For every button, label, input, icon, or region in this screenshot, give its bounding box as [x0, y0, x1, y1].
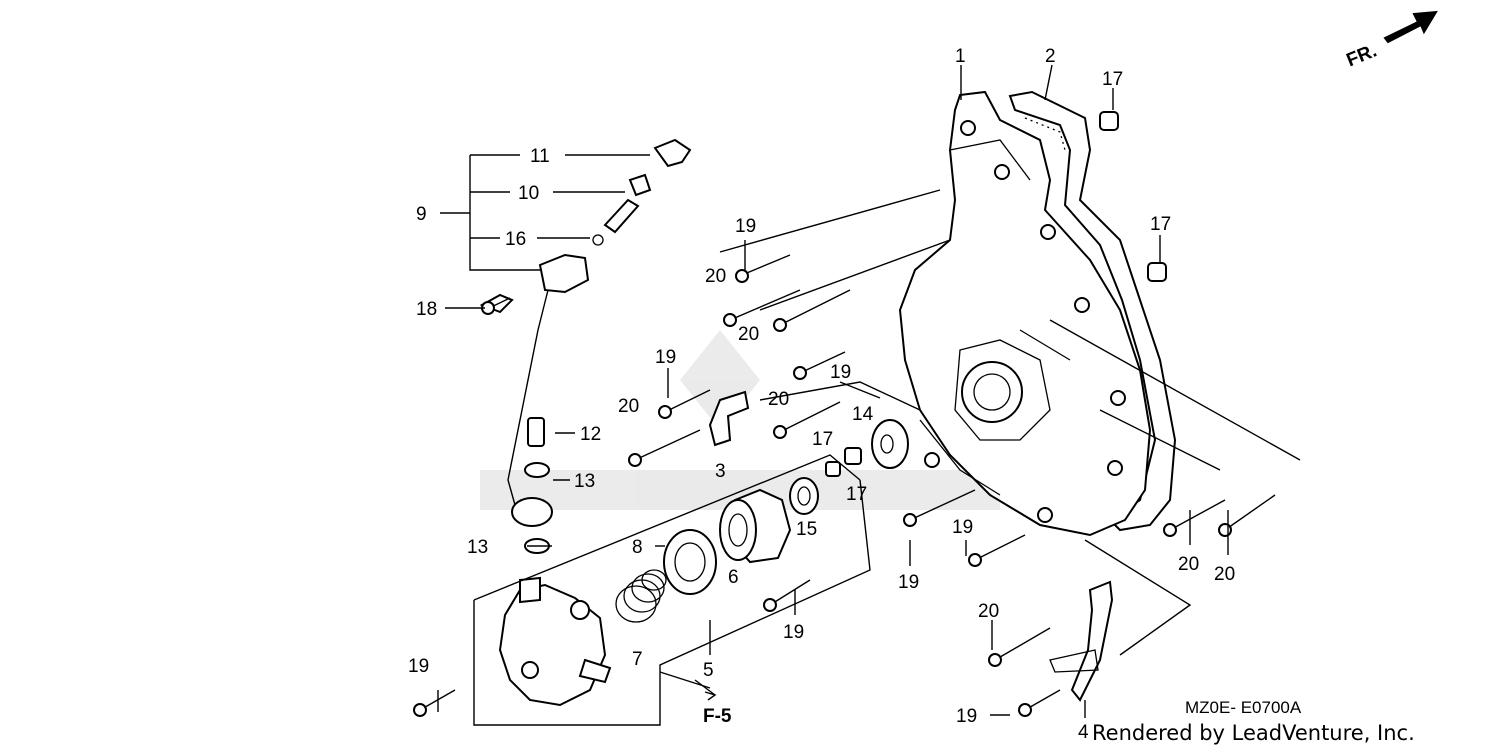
callout-17-right: 17: [1150, 214, 1171, 235]
callout-6: 6: [728, 567, 739, 588]
switch-assembly-part: [479, 138, 692, 554]
callout-4: 4: [1078, 722, 1089, 743]
callout-5: 5: [703, 660, 714, 681]
bracket-part: [708, 390, 750, 447]
callout-labels: 1 2 17 17 11 10 9 16 18 12 13 13 8 6 15 …: [408, 46, 1235, 743]
callout-15: 15: [796, 519, 817, 540]
callout-2: 2: [1045, 46, 1056, 67]
callout-1: 1: [955, 46, 966, 67]
dowel-pins: [825, 111, 1167, 477]
lower-bracket-part: [1049, 580, 1114, 702]
callout-3: 3: [715, 461, 726, 482]
reference-code: MZ0E- E0700A: [1185, 698, 1302, 717]
rendered-by-credit: Rendered by LeadVenture, Inc.: [1092, 721, 1415, 745]
callout-20-c: 20: [618, 396, 639, 417]
watermark: [480, 330, 1000, 510]
gasket-part: [1008, 90, 1177, 532]
bolts: [413, 254, 1276, 717]
spring-part: [615, 569, 667, 623]
sleeve-part: [871, 419, 909, 469]
callout-20-a: 20: [705, 266, 726, 287]
section-ref-f5: F-5: [703, 706, 732, 727]
crankcase-cover-part: [898, 90, 1152, 537]
callout-20-b: 20: [738, 324, 759, 345]
callout-8: 8: [632, 537, 643, 558]
callout-19-h: 19: [956, 706, 977, 727]
housing-part: [498, 576, 612, 707]
callout-7: 7: [632, 649, 643, 670]
callout-9: 9: [416, 204, 427, 225]
callout-17-mid: 17: [812, 429, 833, 450]
callout-16: 16: [505, 229, 526, 250]
direction-label: FR.: [1344, 40, 1380, 71]
callout-17-top: 17: [1102, 69, 1123, 90]
callout-19-d: 19: [952, 517, 973, 538]
callout-13-lower: 13: [467, 537, 488, 558]
callout-19-f: 19: [783, 622, 804, 643]
callout-17-low: 17: [846, 484, 867, 505]
callout-19-g: 19: [408, 656, 429, 677]
leader-lines: [437, 64, 1301, 726]
callout-12: 12: [580, 424, 601, 445]
callout-11: 11: [530, 146, 550, 167]
callout-20-g: 20: [978, 601, 999, 622]
callout-19-b: 19: [655, 347, 676, 368]
cap-part: [719, 488, 792, 564]
callout-10: 10: [518, 183, 539, 204]
front-direction-arrow-icon: FR.: [1344, 10, 1438, 71]
callout-19-e: 19: [898, 572, 919, 593]
callout-20-e: 20: [1178, 554, 1199, 575]
callout-19-c: 19: [830, 362, 851, 383]
callout-14: 14: [852, 404, 874, 425]
callout-20-d: 20: [768, 389, 789, 410]
bearing-part: [789, 477, 819, 515]
callout-13-upper: 13: [574, 471, 595, 492]
callout-20-f: 20: [1214, 564, 1235, 585]
callout-18: 18: [416, 299, 437, 320]
callout-19-a: 19: [735, 216, 756, 237]
oil-seal-part: [663, 529, 717, 595]
